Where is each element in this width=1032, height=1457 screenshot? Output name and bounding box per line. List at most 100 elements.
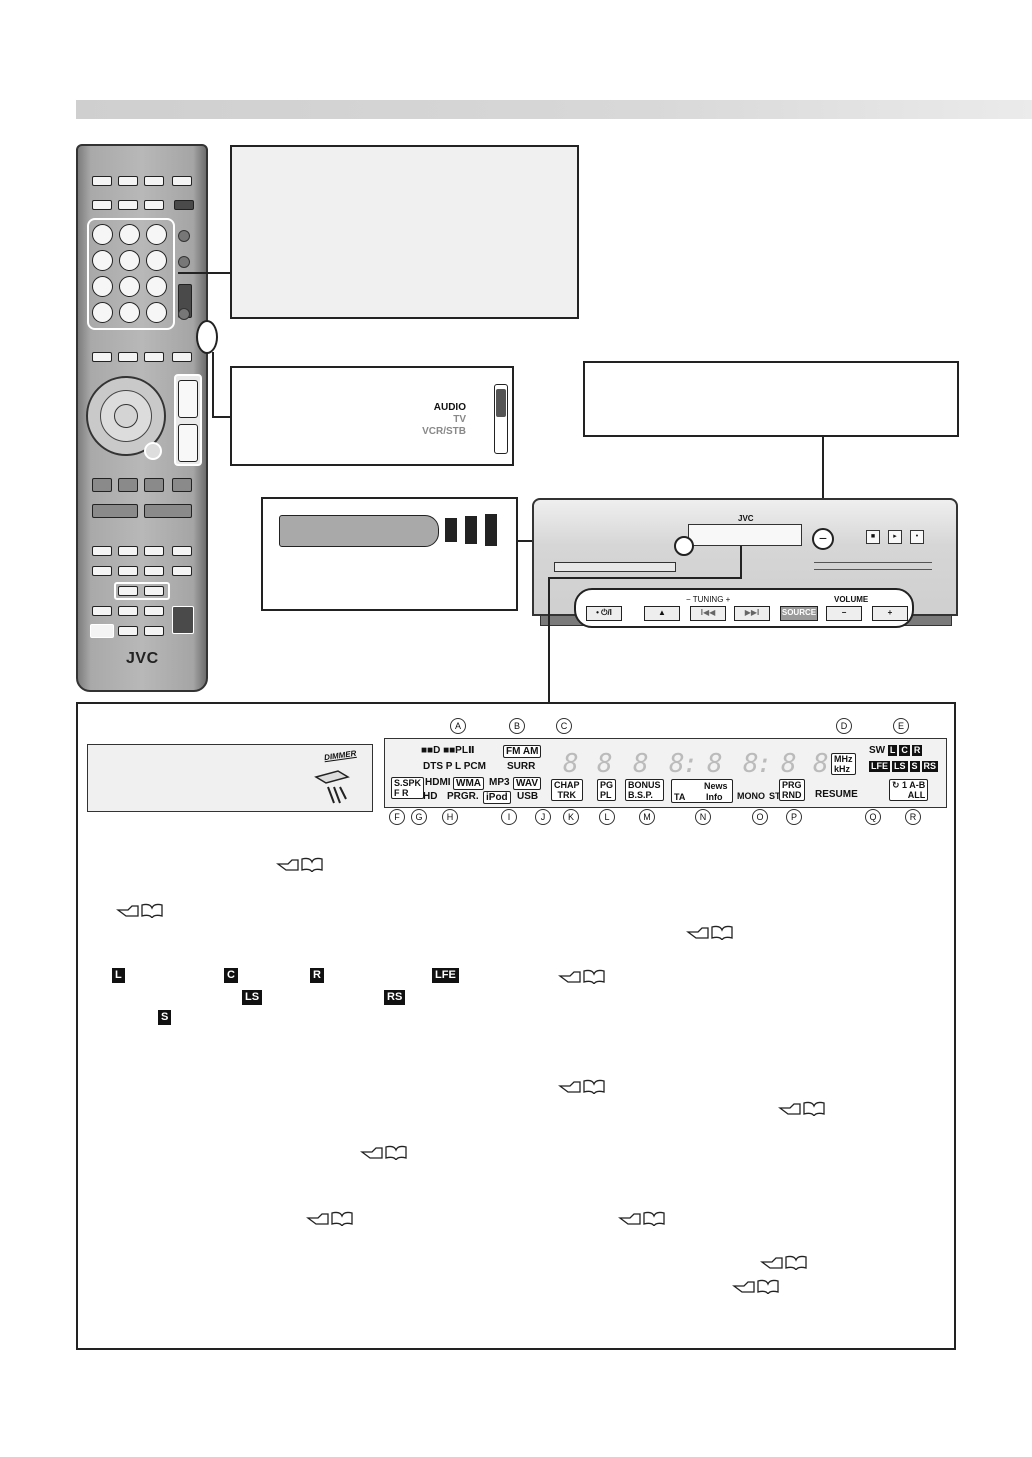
source-button[interactable]: SOURCE: [780, 606, 818, 621]
ir-signal-icon: [465, 516, 477, 544]
remote-button: [144, 626, 164, 636]
callout-f: F: [389, 809, 405, 825]
remote-highlight-button: [90, 624, 114, 638]
slide-switch: [494, 384, 508, 454]
unit-brand-logo: JVC: [738, 514, 754, 523]
power-button[interactable]: • ⏻/I: [586, 606, 622, 621]
hand-book-icon: [778, 1101, 825, 1116]
indicator-prg-rnd: PRG RND: [779, 779, 805, 801]
stop-icon: ■: [866, 530, 880, 544]
remote-dark-button: [172, 606, 194, 634]
callout-a: A: [450, 718, 466, 734]
indicator-trk: TRK: [557, 790, 577, 800]
indicator-chap: CHAP: [554, 780, 580, 790]
segment-digit: 8:: [743, 749, 772, 779]
remote-button: [92, 546, 112, 556]
indicator-pl: PL: [600, 790, 612, 800]
number-key: [146, 276, 167, 297]
remote-button: [92, 352, 112, 362]
number-key: [92, 302, 113, 323]
indicator-hdmi: HDMI: [425, 777, 451, 788]
tuning-next-button[interactable]: ▶▶I: [734, 606, 770, 621]
remote-button: [172, 546, 192, 556]
indicator-ipod: iPod: [483, 791, 511, 804]
number-key: [119, 276, 140, 297]
remote-button: [118, 566, 138, 576]
direction-pad: [86, 376, 166, 456]
indicator-sspk: S.SPK F R: [391, 777, 425, 799]
number-key: [146, 224, 167, 245]
channel-rs: RS: [921, 761, 939, 772]
remote-button: [144, 546, 164, 556]
segment-digit: 8: [813, 749, 829, 779]
indicator-hd: HD: [423, 791, 438, 802]
number-key: [92, 250, 113, 271]
callout-j: J: [535, 809, 551, 825]
disc-tray: [554, 562, 676, 572]
number-key: [92, 276, 113, 297]
remote-sensor: [674, 536, 694, 556]
callout-i: I: [501, 809, 517, 825]
hand-book-icon: [558, 1079, 605, 1094]
volume-label: VOLUME: [834, 595, 869, 604]
lcd-display: ■■D ■■PLⅡ DTS P L PCM FM AM SURR 8 8 8 8…: [384, 738, 947, 808]
remote-button: [118, 546, 138, 556]
number-key: [119, 250, 140, 271]
leader-line: [548, 577, 550, 704]
callout-d: D: [836, 718, 852, 734]
number-pad-highlight: [87, 218, 175, 330]
number-key: [146, 250, 167, 271]
indicator-dts-pcm: DTS P L PCM: [423, 761, 486, 772]
indicator-dolby: ■■D ■■PLⅡ: [421, 745, 475, 756]
leader-line: [178, 272, 232, 274]
section-header-bar: [76, 100, 1032, 119]
dimmer-label: DIMMER: [323, 748, 357, 763]
remote-top-button: [144, 200, 164, 210]
indicator-chap-trk: CHAP TRK: [551, 779, 583, 801]
indicator-sspk-fr: F R: [394, 788, 409, 798]
indicator-pg-pl: PG PL: [597, 779, 617, 801]
remote-brand-logo: JVC: [126, 650, 159, 667]
hand-book-icon: [276, 857, 323, 872]
indicator-sspk-label: S.SPK: [394, 778, 422, 788]
remote-control-illustration: JVC: [76, 144, 218, 692]
number-key: [92, 224, 113, 245]
hand-book-icon: [760, 1255, 807, 1270]
callout-b: B: [509, 718, 525, 734]
indicator-news: News: [704, 781, 728, 791]
volume-down-button[interactable]: −: [826, 606, 862, 621]
remote-button: [144, 606, 164, 616]
indicator-bsp: B.S.P.: [628, 790, 653, 800]
remote-button: [144, 566, 164, 576]
number-key: [119, 224, 140, 245]
indicator-khz: kHz: [834, 764, 851, 774]
indicator-ta: TA: [674, 792, 686, 802]
legend-channel-lfe: LFE: [432, 968, 459, 983]
remote-side-view: [279, 515, 439, 547]
volume-rocker-highlight: [174, 374, 202, 466]
play-icon: ▸: [888, 530, 902, 544]
remote-button: [92, 606, 112, 616]
remote-button: [92, 478, 112, 492]
hand-book-icon: [618, 1211, 665, 1226]
indicator-mhz: MHz: [834, 754, 853, 764]
ir-signal-icon: [445, 518, 457, 542]
eject-button[interactable]: ▲: [644, 606, 680, 621]
indicator-prgr: PRGR.: [447, 791, 479, 802]
remote-button: [118, 478, 138, 492]
button-group-highlight: [114, 582, 170, 600]
callout-o: O: [752, 809, 768, 825]
number-key: [146, 302, 167, 323]
highlight-button: [144, 442, 162, 460]
indicator-mp3: MP3: [489, 777, 510, 788]
display-indicators-section: DIMMER A B C D E ■■D ■■PLⅡ DTS P L PCM F…: [76, 702, 956, 1350]
tuning-prev-button[interactable]: I◀◀: [690, 606, 726, 621]
indicator-pg: PG: [600, 780, 614, 790]
indicator-mhz-khz: MHz kHz: [831, 753, 856, 775]
indicator-bonus: BONUS: [628, 780, 661, 790]
volume-up-button[interactable]: +: [872, 606, 908, 621]
switch-label-vcr-stb: VCR/STB: [422, 426, 466, 437]
remote-button: [144, 478, 164, 492]
indicator-fm-am: FM AM: [503, 745, 542, 758]
